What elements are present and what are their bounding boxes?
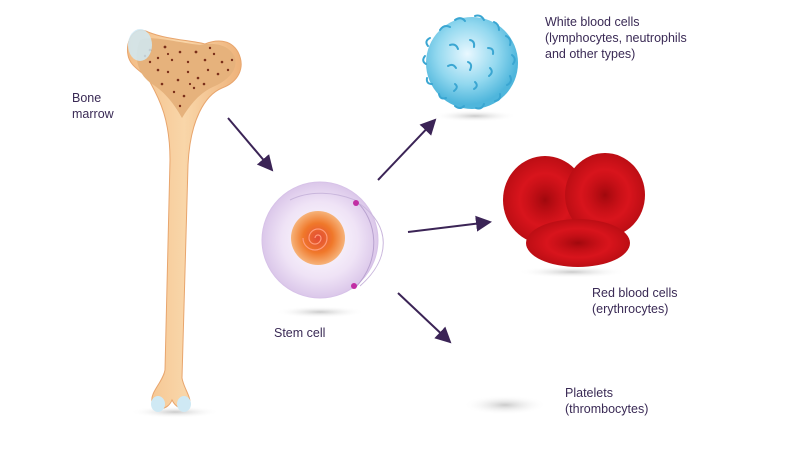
label-bone-marrow-line-1: Bone bbox=[72, 91, 102, 105]
label-white-blood-cells: White blood cells (lymphocytes, neutroph… bbox=[545, 14, 687, 62]
red-cell-right-dimple bbox=[585, 173, 625, 217]
red-cells-shadow bbox=[517, 266, 627, 278]
label-platelets: Platelets (thrombocytes) bbox=[565, 385, 648, 417]
centrosome-bottom bbox=[351, 283, 357, 289]
stem-cell-illustration bbox=[261, 181, 384, 318]
arrow-stem-to-platelets bbox=[397, 292, 452, 344]
bone-marrow-dots bbox=[143, 45, 234, 108]
arrow-stem-to-red bbox=[407, 215, 492, 233]
platelets-shadow bbox=[463, 395, 547, 415]
stem-cell-nucleus bbox=[291, 211, 345, 265]
label-red-blood-cells: Red blood cells (erythrocytes) bbox=[592, 285, 677, 317]
centrosome-top bbox=[353, 200, 359, 206]
red-cell-left-dimple bbox=[523, 176, 567, 224]
stem-cell-spindle-top bbox=[289, 192, 356, 201]
stem-cell-chromatin bbox=[302, 228, 328, 251]
bone-cartilage-bottom-right bbox=[177, 396, 191, 412]
label-red-blood-cells-line-1: Red blood cells bbox=[592, 286, 678, 300]
bone-cartilage-top bbox=[128, 29, 152, 61]
bone-cartilage-bottom-left bbox=[151, 396, 165, 412]
label-platelets-line-2: (thrombocytes) bbox=[565, 402, 649, 416]
arrow-stem-to-white bbox=[377, 118, 437, 181]
bone-illustration bbox=[126, 29, 242, 418]
bone-marrow-region bbox=[136, 38, 236, 118]
white-blood-cell-illustration bbox=[422, 14, 518, 122]
white-cell-shadow bbox=[433, 110, 517, 122]
label-white-blood-cells-line-1: White blood cells bbox=[545, 15, 640, 29]
label-bone-marrow: Bone marrow bbox=[72, 90, 114, 122]
red-cell-bottom-dimple bbox=[550, 232, 606, 254]
bone-shadow bbox=[130, 406, 220, 418]
white-cell-villi bbox=[422, 14, 516, 110]
label-red-blood-cells-line-2: (erythrocytes) bbox=[592, 302, 669, 316]
stem-cell-spindle-right bbox=[354, 199, 375, 289]
label-stem-cell: Stem cell bbox=[274, 325, 325, 341]
label-white-blood-cells-line-3: and other types) bbox=[545, 47, 636, 61]
label-white-blood-cells-line-2: (lymphocytes, neutrophils bbox=[545, 31, 687, 45]
stem-cell-shadow bbox=[275, 306, 365, 318]
red-blood-cells-illustration bbox=[503, 153, 645, 278]
label-stem-cell-text: Stem cell bbox=[274, 326, 326, 340]
arrow-bone-to-stem bbox=[227, 117, 274, 172]
label-platelets-line-1: Platelets bbox=[565, 386, 613, 400]
label-bone-marrow-line-2: marrow bbox=[72, 107, 114, 121]
stem-cell-spindle-right-2 bbox=[359, 203, 384, 287]
white-cell-body bbox=[426, 17, 518, 109]
